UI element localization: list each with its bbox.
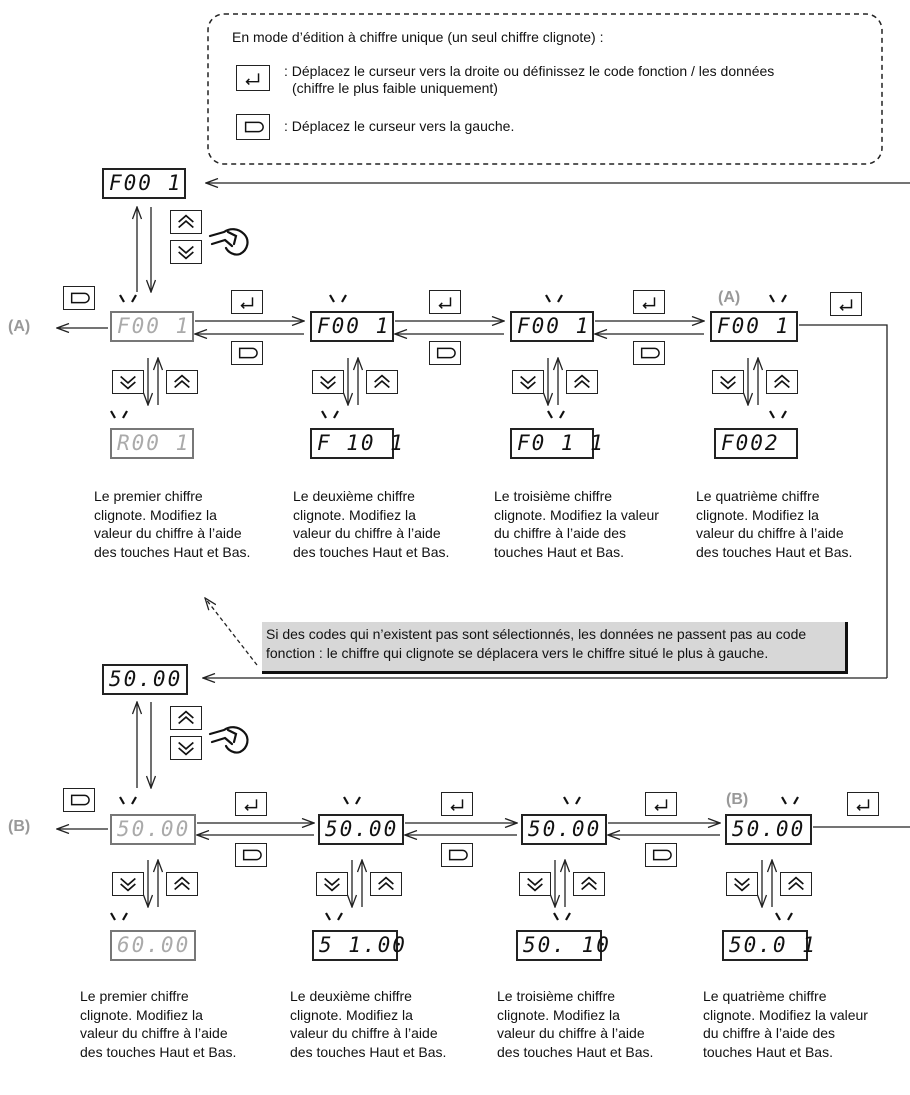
up-key-icon (170, 706, 202, 730)
back-key-icon (441, 843, 473, 867)
display-digit1: 50.00 (110, 814, 196, 845)
enter-key-icon (847, 792, 879, 816)
blink-mark-icon (119, 294, 137, 303)
up-key-icon (170, 210, 202, 234)
marker-a-right: (A) (718, 289, 741, 306)
down-key-icon (170, 240, 202, 264)
blink-mark-icon (769, 294, 787, 303)
display-digit3: F00 1 (510, 311, 594, 342)
up-key-icon (166, 370, 198, 394)
display-result-4: F002 (714, 428, 798, 459)
enter-key-icon (231, 290, 263, 314)
blink-mark-icon (547, 410, 565, 419)
blink-mark-icon (325, 912, 343, 921)
down-key-icon (112, 370, 144, 394)
blink-mark-icon (321, 410, 339, 419)
display-result-3: F0 1 1 (510, 428, 603, 459)
up-key-icon (566, 370, 598, 394)
blink-mark-icon (545, 294, 563, 303)
display-result-4: 50.0 1 (722, 930, 815, 961)
back-key-icon (633, 341, 665, 365)
blink-mark-icon (769, 410, 787, 419)
back-key-icon (429, 341, 461, 365)
down-key-icon (170, 736, 202, 760)
enter-key-icon (441, 792, 473, 816)
blink-mark-icon (781, 796, 799, 805)
legend-enter-desc-2: (chiffre le plus faible uniquement) (292, 80, 498, 96)
blink-mark-icon (110, 912, 128, 921)
up-key-icon (573, 872, 605, 896)
enter-key-icon (633, 290, 665, 314)
blink-mark-icon (343, 796, 361, 805)
display-result-1: R00 1 (110, 428, 194, 459)
note-line-1: Si des codes qui n’existent pas sont sél… (266, 626, 807, 642)
back-key-icon (63, 788, 95, 812)
enter-key-icon (645, 792, 677, 816)
enter-key-icon (236, 65, 270, 91)
down-key-icon (112, 872, 144, 896)
marker-b-left: (B) (8, 818, 31, 835)
legend-enter-desc: : Déplacez le curseur vers la droite ou … (284, 63, 775, 79)
blink-mark-icon (563, 796, 581, 805)
display-result-2: F 10 1 (310, 428, 403, 459)
blink-mark-icon (775, 912, 793, 921)
enter-key-icon (429, 290, 461, 314)
display-digit3: 50.00 (521, 814, 607, 845)
display-result-1: 60.00 (110, 930, 196, 961)
display-digit2: F00 1 (310, 311, 394, 342)
down-key-icon (519, 872, 551, 896)
note-line-2: fonction : le chiffre qui clignote se dé… (266, 645, 769, 661)
down-key-icon (316, 872, 348, 896)
legend-title: En mode d’édition à chiffre unique (un s… (232, 29, 604, 45)
marker-b-right: (B) (726, 791, 749, 808)
blink-mark-icon (119, 796, 137, 805)
display-result-3: 50. 10 (516, 930, 609, 961)
down-key-icon (512, 370, 544, 394)
blink-mark-icon (110, 410, 128, 419)
up-key-icon (766, 370, 798, 394)
hand-press-icon (208, 228, 249, 256)
display-digit2: 50.00 (318, 814, 404, 845)
up-key-icon (370, 872, 402, 896)
back-key-icon (235, 843, 267, 867)
back-key-icon (231, 341, 263, 365)
up-key-icon (366, 370, 398, 394)
enter-key-icon (830, 292, 862, 316)
marker-a-left: (A) (8, 318, 31, 335)
legend-back-desc: : Déplacez le curseur vers la gauche. (284, 118, 515, 134)
down-key-icon (726, 872, 758, 896)
up-key-icon (166, 872, 198, 896)
invalid-code-note: Si des codes qui n’existent pas sont sél… (262, 622, 848, 674)
enter-key-icon (235, 792, 267, 816)
display-digit1: F00 1 (110, 311, 194, 342)
down-key-icon (712, 370, 744, 394)
back-key-icon (645, 843, 677, 867)
hand-press-icon (208, 726, 249, 754)
display-digit4: 50.00 (725, 814, 812, 845)
blink-mark-icon (329, 294, 347, 303)
display-5000-top: 50.00 (102, 664, 188, 695)
blink-mark-icon (553, 912, 571, 921)
display-result-2: 5 1.00 (312, 930, 405, 961)
display-digit4: F00 1 (710, 311, 798, 342)
up-key-icon (780, 872, 812, 896)
back-key-icon (236, 114, 270, 140)
down-key-icon (312, 370, 344, 394)
display-f001-top: F00 1 (102, 168, 186, 199)
back-key-icon (63, 286, 95, 310)
